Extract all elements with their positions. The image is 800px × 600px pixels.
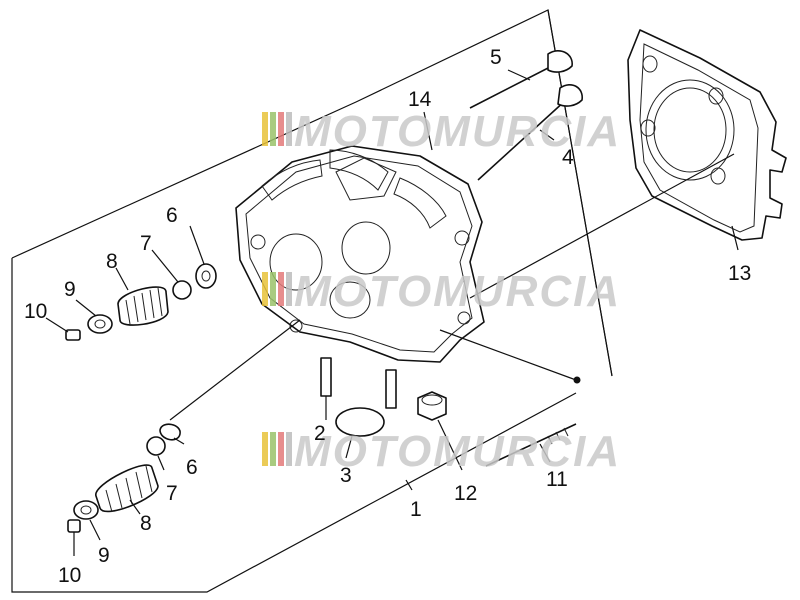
callout-1: 1	[410, 498, 422, 521]
valve-seal-lower	[159, 423, 181, 441]
spring-retainer-upper	[87, 314, 113, 334]
cylinder-head	[235, 145, 485, 363]
watermark-stripe	[270, 112, 276, 146]
valve-seal-upper	[195, 263, 217, 289]
dowel-pins	[320, 357, 397, 409]
watermark-stripe	[270, 432, 276, 466]
cap-nut	[417, 391, 447, 421]
head-gasket	[627, 29, 787, 241]
watermark-stripe	[286, 432, 292, 466]
watermark-middle: MOTOMURCIA	[262, 267, 621, 316]
callout-14: 14	[408, 88, 432, 111]
callout-6-lower: 6	[186, 456, 198, 479]
callout-3: 3	[340, 464, 352, 487]
watermark-text: MOTOMURCIA	[294, 427, 621, 476]
watermark-stripe	[286, 272, 292, 306]
watermark-stripe	[278, 112, 284, 146]
valve-cotters-upper	[65, 329, 81, 341]
callout-8-upper: 8	[106, 250, 118, 273]
callout-9-lower: 9	[98, 544, 110, 567]
valve-exhaust	[477, 84, 583, 181]
valve-spring-lower	[95, 464, 159, 513]
callout-8-lower: 8	[140, 512, 152, 535]
watermark-stripe	[278, 272, 284, 306]
spring-retainer-lower	[73, 500, 99, 520]
spring-seat-lower	[146, 436, 166, 456]
valve-cotters-lower	[67, 519, 81, 533]
callout-6-upper: 6	[166, 204, 178, 227]
leader-lines	[45, 69, 739, 556]
callout-12: 12	[454, 482, 477, 505]
spring-seat-upper	[172, 280, 192, 300]
watermark-text: MOTOMURCIA	[294, 107, 621, 156]
callout-9-upper: 9	[64, 278, 76, 301]
callout-7-upper: 7	[140, 232, 152, 255]
watermark-stripe	[262, 432, 268, 466]
watermark-stripe	[278, 432, 284, 466]
stud-bolt	[485, 423, 577, 467]
callout-2: 2	[314, 422, 326, 445]
callout-13: 13	[728, 262, 751, 285]
watermark-stripe	[262, 272, 268, 306]
reference-dot	[573, 376, 581, 384]
watermark-top: MOTOMURCIA	[262, 107, 621, 156]
valve-spring-upper	[117, 286, 169, 326]
callout-4: 4	[562, 146, 574, 169]
watermark-bottom: MOTOMURCIA	[262, 427, 621, 476]
watermark-text: MOTOMURCIA	[294, 267, 621, 316]
watermark-stripe	[286, 112, 292, 146]
watermark-stripe	[262, 112, 268, 146]
o-ring	[335, 407, 385, 437]
callout-10-upper: 10	[24, 300, 47, 323]
callout-7-lower: 7	[166, 482, 178, 505]
callout-10-lower: 10	[58, 564, 81, 587]
callout-5: 5	[490, 46, 502, 69]
valve-intake	[469, 50, 573, 109]
watermark-stripe	[270, 272, 276, 306]
callout-11: 11	[546, 468, 568, 491]
callout-labels: 5 4 14 13 6 7 8 9 10 6 7 8 9 10 2 3 1 12…	[24, 46, 751, 587]
